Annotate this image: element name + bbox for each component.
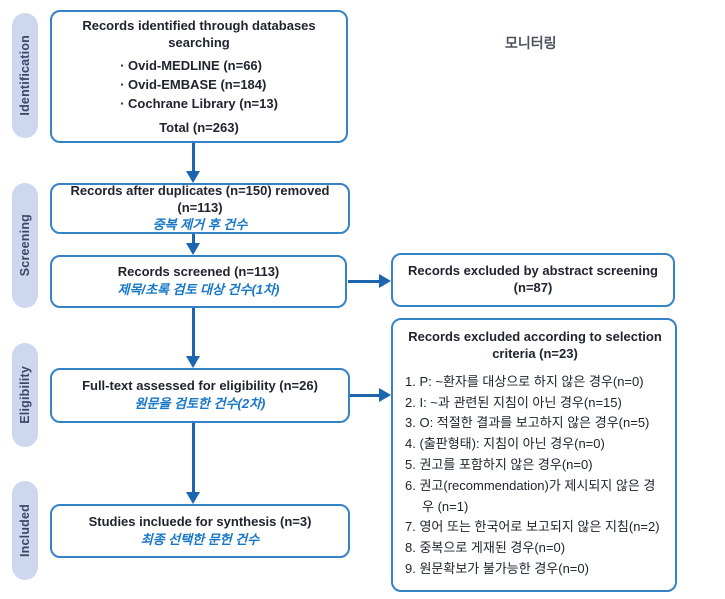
database-item-embase: · Ovid-EMBASE (n=184) xyxy=(120,77,267,93)
arrow-screened-to-fulltext xyxy=(192,308,195,358)
exclusion-reason-list: 1. P: ~환자를 대상으로 하지 않은 경우(n=0) 2. I: ~과 관… xyxy=(405,372,665,580)
records-total: Total (n=263) xyxy=(159,120,239,136)
box-fulltext-assessed: Full-text assessed for eligibility (n=26… xyxy=(50,368,350,423)
studies-included-ko: 최종 선택한 문헌 건수 xyxy=(140,531,260,547)
duplicates-removed-en: Records after duplicates (n=150) removed… xyxy=(70,182,330,215)
arrow-down-icon xyxy=(186,243,200,255)
database-list: · Ovid-MEDLINE (n=66) · Ovid-EMBASE (n=1… xyxy=(120,56,278,113)
monitoring-annotation: 모니터링 xyxy=(505,35,557,51)
exclusion-reason-8: 8. 중복으로 게재된 경우(n=0) xyxy=(405,540,566,556)
arrow-identified-to-duplicates xyxy=(192,143,195,173)
stage-pill-included: Included xyxy=(12,481,38,580)
exclusion-reason-4: 4. (출판형태): 지침이 아닌 경우(n=0) xyxy=(405,436,605,452)
stage-pill-identification: Identification xyxy=(12,13,38,138)
arrow-right-icon xyxy=(379,388,391,402)
box-records-identified: Records identified through databases sea… xyxy=(50,10,348,143)
database-item-cochrane: · Cochrane Library (n=13) xyxy=(120,96,278,112)
exclusion-reason-2: 2. I: ~과 관련된 지침이 아닌 경우(n=15) xyxy=(405,394,622,410)
arrow-fulltext-to-included xyxy=(192,423,195,494)
excluded-criteria-title-line1: Records excluded according to selection xyxy=(408,329,662,344)
stage-label-eligibility: Eligibility xyxy=(18,366,32,424)
stage-pill-eligibility: Eligibility xyxy=(12,343,38,447)
excluded-abstract-line2: (n=87) xyxy=(513,280,553,295)
duplicates-removed-ko: 중복 제거 후 건수 xyxy=(152,217,248,233)
fulltext-assessed-en: Full-text assessed for eligibility (n=26… xyxy=(82,378,318,394)
studies-included-en: Studies incluede for synthesis (n=3) xyxy=(88,513,312,529)
arrow-down-icon xyxy=(186,492,200,504)
excluded-criteria-title-line2: criteria (n=23) xyxy=(492,345,578,361)
exclusion-reason-9: 9. 원문확보가 불가능한 경우(n=0) xyxy=(405,560,589,576)
exclusion-reason-3: 3. O: 적절한 결과를 보고하지 않은 경우(n=5) xyxy=(405,415,650,431)
stage-label-screening: Screening xyxy=(18,214,32,277)
exclusion-reason-1: 1. P: ~환자를 대상으로 하지 않은 경우(n=0) xyxy=(405,373,644,389)
records-screened-ko: 제목/초록 검토 대상 건수(1차) xyxy=(117,282,280,297)
database-item-medline: · Ovid-MEDLINE (n=66) xyxy=(120,58,262,74)
arrow-right-icon xyxy=(379,274,391,288)
exclusion-reason-6: 6. 권고(recommendation)가 제시되지 않은 경우 (n=1) xyxy=(405,477,656,514)
stage-label-identification: Identification xyxy=(18,35,32,116)
excluded-abstract-line1: Records excluded by abstract screening xyxy=(408,263,658,279)
arrow-down-icon xyxy=(186,171,200,183)
records-screened-en: Records screened (n=113) xyxy=(117,264,280,280)
arrow-fulltext-to-criteria xyxy=(350,394,381,397)
stage-pill-screening: Screening xyxy=(12,183,38,308)
exclusion-reason-7: 7. 영어 또는 한국어로 보고되지 않은 지침(n=2) xyxy=(405,519,660,535)
arrow-screened-to-excluded xyxy=(348,280,381,283)
exclusion-reason-5: 5. 권고를 포함하지 않은 경우(n=0) xyxy=(405,456,593,472)
box-studies-included: Studies incluede for synthesis (n=3) 최종 … xyxy=(50,504,350,558)
box-duplicates-removed: Records after duplicates (n=150) removed… xyxy=(50,183,350,234)
box-records-screened: Records screened (n=113) 제목/초록 검토 대상 건수(… xyxy=(50,255,347,308)
stage-label-included: Included xyxy=(18,504,32,557)
fulltext-assessed-ko: 원문을 검토한 건수(2차) xyxy=(134,396,266,411)
box-excluded-criteria: Records excluded according to selection … xyxy=(391,318,677,592)
box-excluded-abstract: Records excluded by abstract screening (… xyxy=(391,253,675,307)
records-identified-title: Records identified through databases sea… xyxy=(82,17,316,50)
arrow-duplicates-to-screened xyxy=(192,234,195,245)
arrow-down-icon xyxy=(186,356,200,368)
